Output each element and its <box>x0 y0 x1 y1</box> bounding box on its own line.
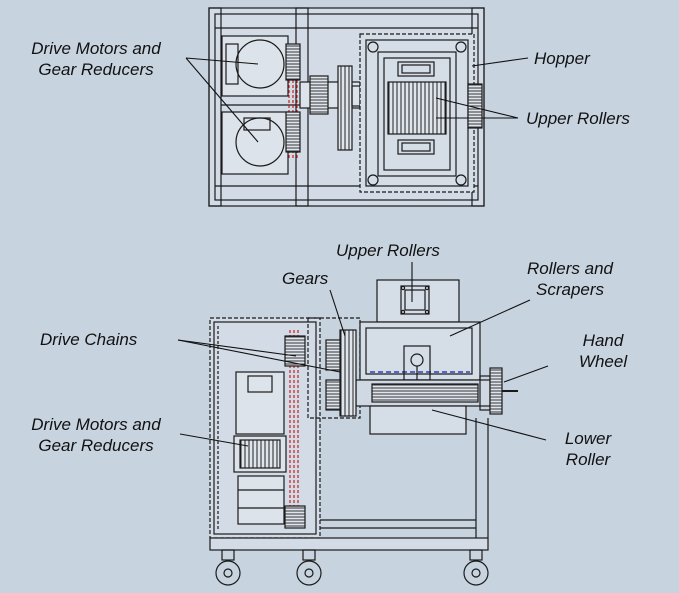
label-drive-chains: Drive Chains <box>40 330 138 349</box>
top-motor-2 <box>221 111 289 175</box>
side-gear-stack <box>339 329 357 417</box>
leader-hopper <box>471 57 529 67</box>
side-lower-roller <box>369 405 467 435</box>
label-line: Wheel <box>578 352 628 371</box>
side-hopper <box>376 279 460 323</box>
top-motor-1-circle <box>235 39 285 89</box>
label-rollers-scrapers: Rollers and Scrapers <box>500 258 640 300</box>
leader-top-motor-2 <box>185 57 259 143</box>
casters <box>215 549 489 586</box>
label-line: Gear Reducers <box>38 60 154 79</box>
leader-rollers-scrapers <box>449 299 531 337</box>
base-frame <box>209 537 489 551</box>
side-view <box>209 279 518 586</box>
label-top-drive-motors: Drive Motors and Gear Reducers <box>6 38 186 80</box>
label-line: Rollers and <box>527 259 613 278</box>
leader-upper-roller-1 <box>435 97 519 119</box>
leader-chain-1 <box>177 339 297 357</box>
label-hopper: Hopper <box>534 49 590 68</box>
label-side-upper-rollers: Upper Rollers <box>336 241 440 260</box>
leader-hand-wheel <box>503 365 549 383</box>
leader-side-motor <box>179 433 249 447</box>
side-motor-base <box>237 475 285 525</box>
leader-lower-roller <box>431 409 547 441</box>
label-hand-wheel: Hand Wheel <box>558 330 648 372</box>
label-top-upper-rollers: Upper Rollers <box>526 109 630 128</box>
label-side-drive-motors: Drive Motors and Gear Reducers <box>6 414 186 456</box>
label-line: Drive Motors and <box>31 415 161 434</box>
label-line: Hand <box>582 331 624 350</box>
label-line: Drive Motors and <box>31 39 161 58</box>
side-motor-top <box>235 371 285 435</box>
label-line: Lower <box>564 429 612 448</box>
leader-top-motor-1 <box>185 57 259 65</box>
label-lower-roller: Lower Roller <box>548 428 628 470</box>
leader-gears <box>329 289 346 337</box>
label-line: Scrapers <box>535 280 605 299</box>
label-line: Gear Reducers <box>38 436 154 455</box>
label-gears: Gears <box>282 269 329 288</box>
top-view <box>208 7 485 207</box>
label-line: Roller <box>565 450 611 469</box>
leader-lines <box>177 57 549 447</box>
leader-chain-2 <box>177 339 341 373</box>
hand-wheel <box>489 367 503 415</box>
top-gear <box>337 65 353 151</box>
top-upper-rollers <box>387 81 447 135</box>
top-motor-1 <box>221 35 289 97</box>
